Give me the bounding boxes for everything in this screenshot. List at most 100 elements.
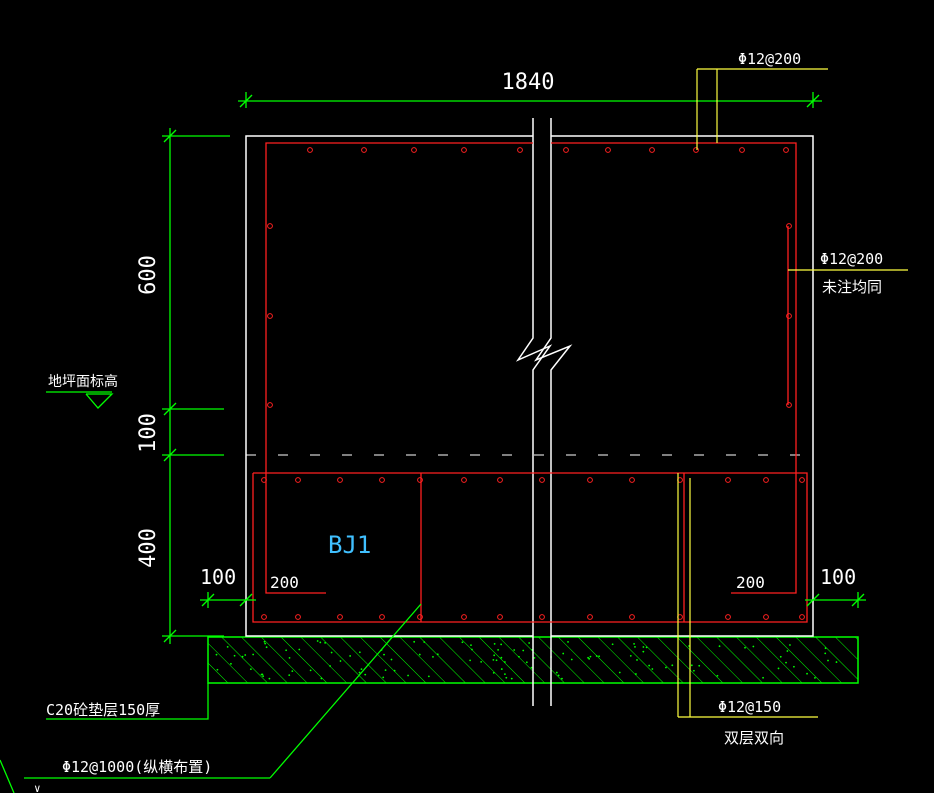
- cushion-texture-dot: [785, 661, 787, 664]
- cushion-texture-dot: [555, 671, 558, 674]
- rebar-dot: [783, 147, 789, 153]
- cushion-texture-dot: [718, 645, 721, 648]
- concrete-outline: [245, 135, 814, 637]
- left-offset-dimension: 100: [200, 565, 236, 589]
- cushion-texture-dot: [762, 676, 764, 679]
- cushion-texture-dot: [364, 673, 367, 676]
- cushion-texture-dot: [500, 643, 503, 646]
- rebar-dot: [763, 614, 769, 620]
- cushion-texture-dot: [316, 640, 319, 642]
- cushion-texture-dot: [533, 656, 536, 659]
- cushion-texture-dot: [744, 646, 746, 649]
- side-rebar-label: Φ12@200: [820, 250, 883, 268]
- cushion-texture-dot: [264, 642, 267, 645]
- cushion-texture-dot: [588, 657, 591, 660]
- rebar-dot: [361, 147, 367, 153]
- rebar-dot: [539, 614, 545, 620]
- cushion-texture-dot: [309, 669, 312, 672]
- rebar-dot: [337, 477, 343, 483]
- cushion-texture-dot: [525, 661, 528, 664]
- rebar-dot: [295, 614, 301, 620]
- break-line-icon: [515, 118, 573, 706]
- rebar-dot: [563, 147, 569, 153]
- cushion-texture-dot: [358, 671, 361, 674]
- cushion-texture-dot: [752, 645, 755, 648]
- cushion-texture-dot: [562, 652, 565, 655]
- cushion-texture-dot: [329, 665, 331, 667]
- cushion-texture-dot: [827, 659, 829, 662]
- cushion-texture-dot: [470, 644, 472, 647]
- top-width-dimension: 1840: [502, 70, 555, 95]
- cushion-label: C20砼垫层150厚: [46, 701, 160, 719]
- height-lower-dimension: 400: [136, 528, 161, 568]
- cushion-texture-dot: [779, 655, 782, 658]
- long-rebar-label: Φ12@1000(纵横布置): [62, 758, 212, 776]
- rebar-dot: [605, 147, 611, 153]
- cushion-texture-dot: [513, 649, 516, 651]
- cushion-texture-dot: [423, 641, 426, 643]
- cushion-texture-dot: [557, 674, 560, 677]
- cushion-texture-dot: [244, 654, 247, 656]
- cushion-texture-dot: [285, 649, 288, 652]
- cushion-texture-dot: [789, 644, 791, 646]
- cushion-texture-dot: [263, 640, 266, 643]
- cushion-texture-dot: [504, 673, 506, 676]
- cushion-texture-dot: [806, 672, 808, 675]
- cushion-texture-dot: [298, 648, 301, 651]
- cushion-texture-dot: [268, 677, 271, 680]
- side-note-label: 未注均同: [822, 278, 882, 296]
- cushion-texture-dot: [230, 662, 232, 665]
- cushion-texture-dot: [786, 650, 789, 652]
- cushion-texture-dot: [500, 668, 503, 670]
- rebar-dot: [587, 614, 593, 620]
- rebar-dots: [261, 147, 805, 620]
- cushion-texture-dot: [319, 641, 322, 644]
- rebar-dot: [725, 477, 731, 483]
- cushion-texture-dot: [226, 645, 229, 648]
- ground-level-label: 地坪面标高: [48, 373, 118, 390]
- rebar-dot: [461, 614, 467, 620]
- cushion-texture-dot: [690, 664, 693, 667]
- rebar-dot: [799, 477, 805, 483]
- cushion-texture-dot: [427, 675, 430, 678]
- cushion-texture-dot: [570, 658, 573, 661]
- rebar-dot: [786, 402, 792, 408]
- cushion-texture-dot: [216, 668, 219, 671]
- rebar-dot: [379, 614, 385, 620]
- height-upper-dimension: 600: [136, 255, 161, 295]
- cushion-texture-dot: [407, 674, 409, 677]
- cushion-texture-dot: [432, 655, 434, 658]
- cushion-texture-dot: [492, 671, 495, 674]
- cushion-texture-dot: [642, 646, 645, 648]
- rebar-dot: [267, 313, 273, 319]
- cushion-texture-dot: [384, 669, 387, 672]
- cushion-texture-dot: [665, 666, 667, 669]
- cushion-texture-dot: [320, 677, 323, 680]
- bottom-rebar-label: Φ12@150: [718, 698, 781, 716]
- cushion-texture-dot: [645, 646, 648, 649]
- left-hook-dimension: 200: [270, 573, 299, 592]
- cushion-texture-dot: [777, 667, 780, 670]
- cushion-texture-dot: [215, 653, 218, 656]
- cushion-texture-dot: [252, 653, 255, 656]
- cushion-texture-dot: [824, 652, 827, 655]
- rebar-dot: [693, 147, 699, 153]
- cushion-texture-dot: [480, 661, 483, 663]
- cushion-texture-dot: [461, 641, 464, 644]
- rebar-dot: [649, 147, 655, 153]
- rebar-dot: [261, 477, 267, 483]
- cushion-texture-dot: [349, 655, 352, 657]
- cushion-texture-dot: [262, 675, 265, 678]
- cushion-texture-dot: [291, 670, 294, 673]
- cushion-texture-dot: [360, 668, 363, 671]
- rebar-dot: [629, 614, 635, 620]
- rebar-dot: [786, 223, 792, 229]
- top-rebar-label: Φ12@200: [738, 50, 801, 68]
- cushion-texture-dot: [595, 655, 598, 657]
- cushion-texture-dot: [495, 659, 498, 662]
- cushion-texture-dot: [835, 661, 838, 663]
- cushion-texture-dot: [510, 677, 513, 680]
- cushion-texture-dot: [517, 655, 520, 658]
- rebar-dot: [629, 477, 635, 483]
